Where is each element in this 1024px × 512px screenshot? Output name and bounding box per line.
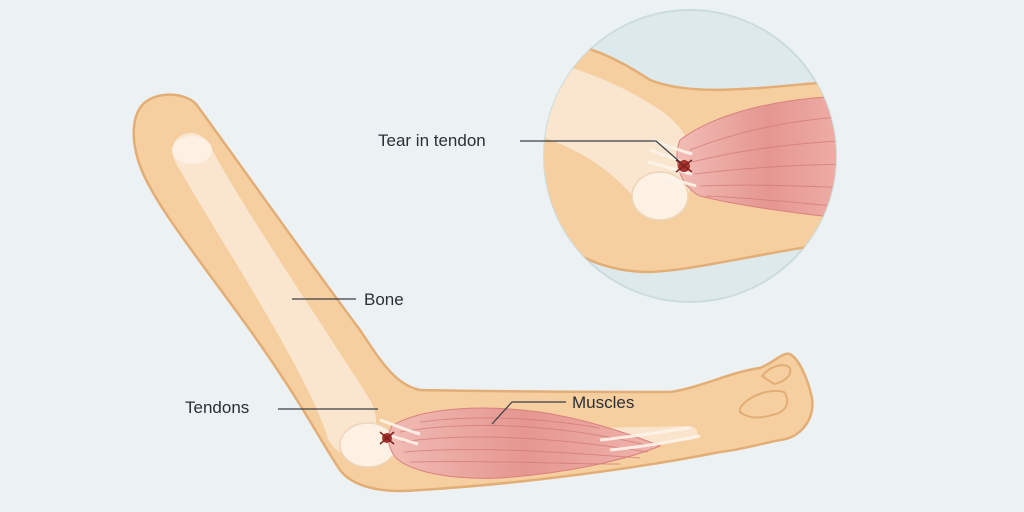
inset-humerus [544,60,694,209]
label-tear: Tear in tendon [378,131,681,163]
elbow-joint [339,422,397,468]
label-bone-text: Bone [364,290,404,309]
muscle-fibers [399,417,651,465]
inset-tear-mark-icon [675,159,693,173]
label-tear-text: Tear in tendon [378,131,486,150]
leader-tear [520,140,681,163]
label-muscles: Muscles [491,393,634,425]
arm-skin [132,93,814,493]
leader-muscles [491,401,566,425]
hand-thumb [760,364,792,386]
hand-fingers [739,390,789,419]
label-tendons: Tendons [185,398,378,417]
label-muscles-text: Muscles [572,393,634,412]
main-arm [132,93,814,493]
inset-elbow-joint [631,171,689,221]
label-bone: Bone [292,290,404,309]
label-tendons-text: Tendons [185,398,249,417]
inset-magnification [543,9,837,303]
humerus-bone [172,132,377,455]
tear-mark-icon [379,431,395,445]
inset-muscle-fibers [689,115,836,209]
humerus-head [172,136,212,164]
